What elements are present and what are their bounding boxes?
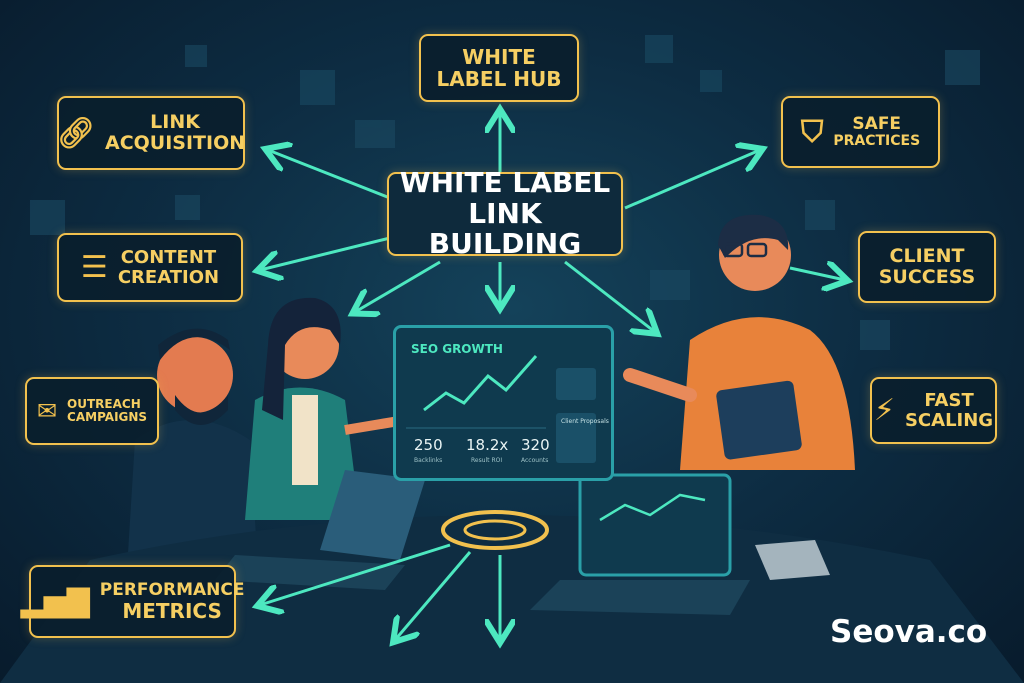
stat-value: 18.2x bbox=[466, 436, 509, 454]
bar-chart-icon: ▂▅▇ bbox=[20, 584, 90, 619]
label: WHITE bbox=[462, 45, 536, 69]
center-line1: WHITE LABEL bbox=[399, 165, 611, 199]
label: CAMPAIGNS bbox=[67, 410, 148, 424]
label: PERFORMANCE bbox=[99, 580, 245, 601]
laptop-right bbox=[530, 473, 750, 615]
label: LABEL HUB bbox=[436, 67, 562, 91]
label: SAFE bbox=[852, 113, 902, 134]
laptop-left bbox=[215, 470, 425, 590]
label: ACQUISITION bbox=[104, 132, 246, 154]
document-icon: ☰ bbox=[80, 250, 108, 285]
label: PRACTICES bbox=[833, 132, 921, 149]
label: OUTREACH bbox=[67, 396, 141, 411]
stat-label: Accounts bbox=[521, 457, 549, 464]
growth-chart bbox=[406, 355, 596, 463]
connector-arrows bbox=[260, 112, 845, 640]
stat-label: Result ROI bbox=[471, 457, 503, 464]
stat-label: Backlinks bbox=[414, 457, 443, 464]
man-standing-tablet bbox=[623, 214, 855, 470]
label: CREATION bbox=[117, 266, 220, 288]
label: LINK bbox=[150, 111, 200, 134]
woman-pointing bbox=[245, 297, 415, 520]
shield-star-icon: ⛉ bbox=[800, 114, 824, 150]
chain-link-icon: 🔗︎ bbox=[56, 115, 95, 151]
brand-logo: Seova.co bbox=[830, 614, 988, 650]
stat-value: 250 bbox=[414, 436, 443, 454]
label: SCALING bbox=[904, 409, 994, 431]
stat-value: 320 bbox=[521, 436, 550, 454]
label: METRICS bbox=[122, 598, 222, 623]
side-label: Client Proposals bbox=[561, 418, 609, 425]
label: CLIENT bbox=[889, 245, 965, 268]
monitor-title: SEO GROWTH bbox=[411, 342, 503, 356]
seo-growth-monitor: SEO GROWTH 250 Backlinks 18.2x Result RO… bbox=[393, 325, 614, 481]
center-line2: LINK BUILDING bbox=[428, 196, 582, 261]
lightning-icon: ⚡︎ bbox=[873, 393, 895, 428]
envelope-icon: ✉ bbox=[36, 396, 58, 425]
label: FAST bbox=[924, 389, 974, 411]
label: CONTENT bbox=[120, 246, 217, 268]
label: SUCCESS bbox=[878, 266, 976, 288]
